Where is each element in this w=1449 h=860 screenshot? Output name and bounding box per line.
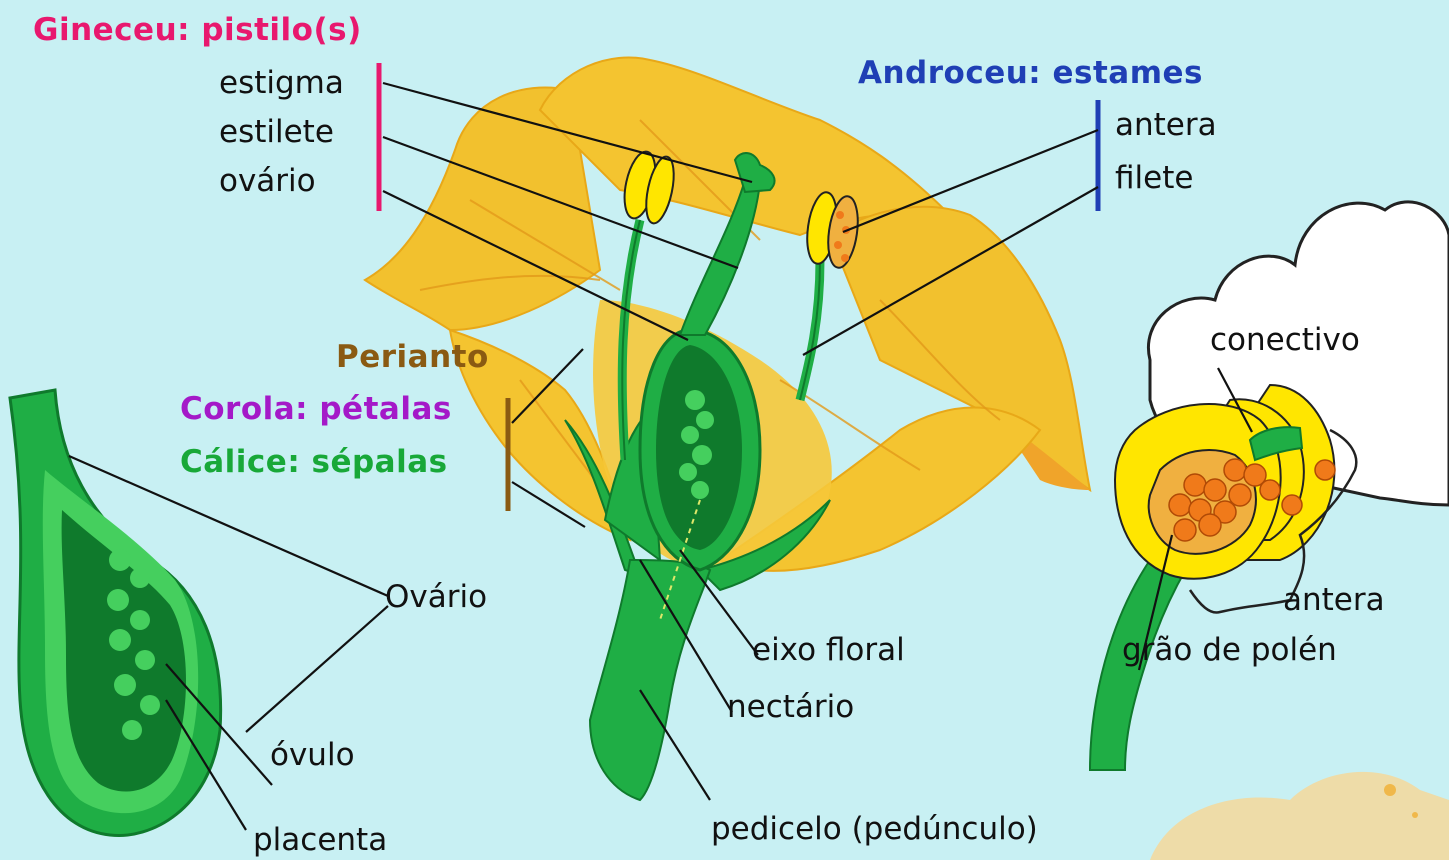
placenta-label: placenta xyxy=(253,822,387,858)
filament-right xyxy=(800,260,820,400)
antera-detail-label: antera xyxy=(1283,582,1385,618)
filete-label: filete xyxy=(1115,160,1193,196)
ovario-label: ovário xyxy=(219,163,316,199)
corola-heading: Corola: pétalas xyxy=(180,391,452,427)
calice-heading: Cálice: sépalas xyxy=(180,444,448,480)
gineceu-heading: Gineceu: pistilo(s) xyxy=(33,12,362,48)
ovulo-label: óvulo xyxy=(270,737,355,773)
androceu-heading: Androceu: estames xyxy=(858,55,1203,91)
decorative-blob xyxy=(1150,772,1449,860)
conectivo-label: conectivo xyxy=(1210,322,1360,358)
eixo-floral-label: eixo floral xyxy=(752,632,905,668)
perianto-heading: Perianto xyxy=(336,339,489,375)
antera-label: antera xyxy=(1115,107,1217,143)
ovario-detail-label: Ovário xyxy=(385,579,487,615)
grao-de-polen-label: grão de polén xyxy=(1122,632,1337,668)
estilete-label: estilete xyxy=(219,114,334,150)
pedicelo-label: pedicelo (pedúnculo) xyxy=(711,811,1038,847)
nectario-label: nectário xyxy=(727,689,854,725)
pedicel xyxy=(590,560,710,800)
anther-detail xyxy=(1090,385,1356,770)
estigma-label: estigma xyxy=(219,65,344,101)
